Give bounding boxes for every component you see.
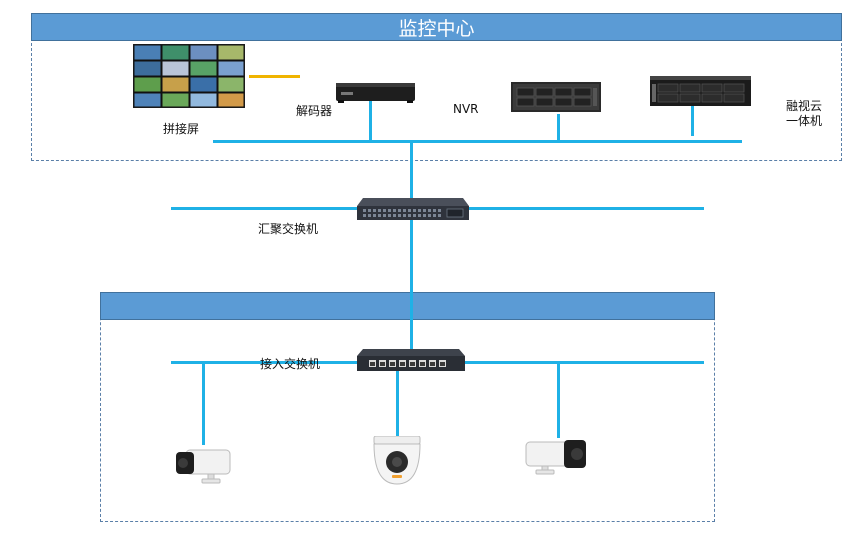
splicing-screen xyxy=(133,44,245,108)
camera-right-line xyxy=(557,362,560,438)
fusion-cloud-label: 融视云 一体机 xyxy=(786,99,822,129)
fusion-cloud-label-line2: 一体机 xyxy=(786,114,823,128)
fusion-cloud-device xyxy=(650,76,751,106)
monitor-center-bus xyxy=(213,140,742,143)
aggregation-switch-device xyxy=(357,198,469,222)
nvr-device xyxy=(511,82,601,112)
fusion-cloud-label-line1: 融视云 xyxy=(786,99,823,113)
bullet-camera-left xyxy=(172,446,234,484)
access-switch-label: 接入交换机 xyxy=(260,357,321,371)
access-switch-device xyxy=(357,349,465,373)
nvr-label: NVR xyxy=(453,102,479,116)
decoder-label: 解码器 xyxy=(296,104,333,118)
splicing-screen-label: 拼接屏 xyxy=(163,122,200,136)
fusion-cloud-drop-line xyxy=(691,106,694,136)
aggregation-switch-label: 汇聚交换机 xyxy=(258,222,319,236)
monitor-center-title: 监控中心 xyxy=(398,17,475,40)
nvr-drop-line xyxy=(557,114,560,141)
decoder-device xyxy=(336,81,415,103)
aggregation-to-access-line xyxy=(410,220,413,352)
access-region xyxy=(100,292,715,522)
monitor-center-header: 监控中心 xyxy=(31,13,842,41)
core-uplink-line xyxy=(410,141,413,199)
access-region-title xyxy=(101,293,714,319)
camera-left-line xyxy=(202,362,205,445)
bullet-camera-right xyxy=(524,436,590,476)
hdmi-link xyxy=(249,75,300,78)
access-region-header xyxy=(100,292,715,320)
dome-camera-center xyxy=(368,436,426,486)
decoder-drop-line xyxy=(369,100,372,141)
camera-center-line xyxy=(396,370,399,436)
